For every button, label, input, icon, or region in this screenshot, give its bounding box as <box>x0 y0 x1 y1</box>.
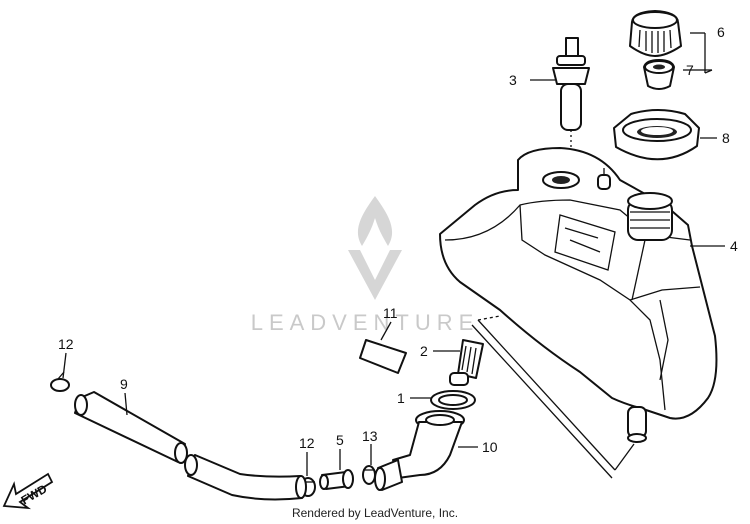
part-12-clamp-upper <box>50 371 70 392</box>
part-8-seal-ring <box>613 109 700 161</box>
callout-12-upper: 12 <box>58 336 74 352</box>
fwd-arrow-icon <box>2 472 54 510</box>
part-5-joint <box>319 469 354 490</box>
part-7-cap-gasket <box>643 59 675 90</box>
callout-10: 10 <box>482 439 498 455</box>
leadventure-watermark: LEADVENTURE <box>251 196 480 335</box>
callout-5: 5 <box>336 432 344 448</box>
callout-3: 3 <box>509 72 517 88</box>
callout-7: 7 <box>686 62 694 78</box>
callout-labels: 6 7 8 3 4 11 2 1 10 12 9 12 5 13 <box>58 24 738 455</box>
watermark-text: LEADVENTURE <box>251 310 480 335</box>
watermark-flame-icon <box>357 196 393 246</box>
part-10-fuel-elbow <box>374 410 465 491</box>
part-6-fuel-cap <box>629 10 682 57</box>
part-11-foam-strip <box>359 339 407 374</box>
part-1-o-ring <box>430 390 476 410</box>
callout-9: 9 <box>120 376 128 392</box>
render-credit: Rendered by LeadVenture, Inc. <box>291 506 459 520</box>
watermark-v-icon <box>348 250 402 300</box>
callout-1: 1 <box>397 390 405 406</box>
leader-lines <box>62 32 725 479</box>
part-2-fuel-strainer <box>449 339 484 386</box>
callout-13: 13 <box>362 428 378 444</box>
part-4-fuel-tank <box>439 147 718 443</box>
callout-8: 8 <box>722 130 730 146</box>
part-9-fuel-hose <box>74 391 307 501</box>
part-3-fuel-gauge <box>552 37 590 175</box>
callout-11: 11 <box>383 305 398 321</box>
fwd-direction-indicator: FWD <box>2 472 54 510</box>
callout-12-lower: 12 <box>299 435 315 451</box>
part-13-clamp <box>362 465 376 485</box>
callout-2: 2 <box>420 343 428 359</box>
callout-6: 6 <box>717 24 725 40</box>
callout-4: 4 <box>730 238 738 254</box>
